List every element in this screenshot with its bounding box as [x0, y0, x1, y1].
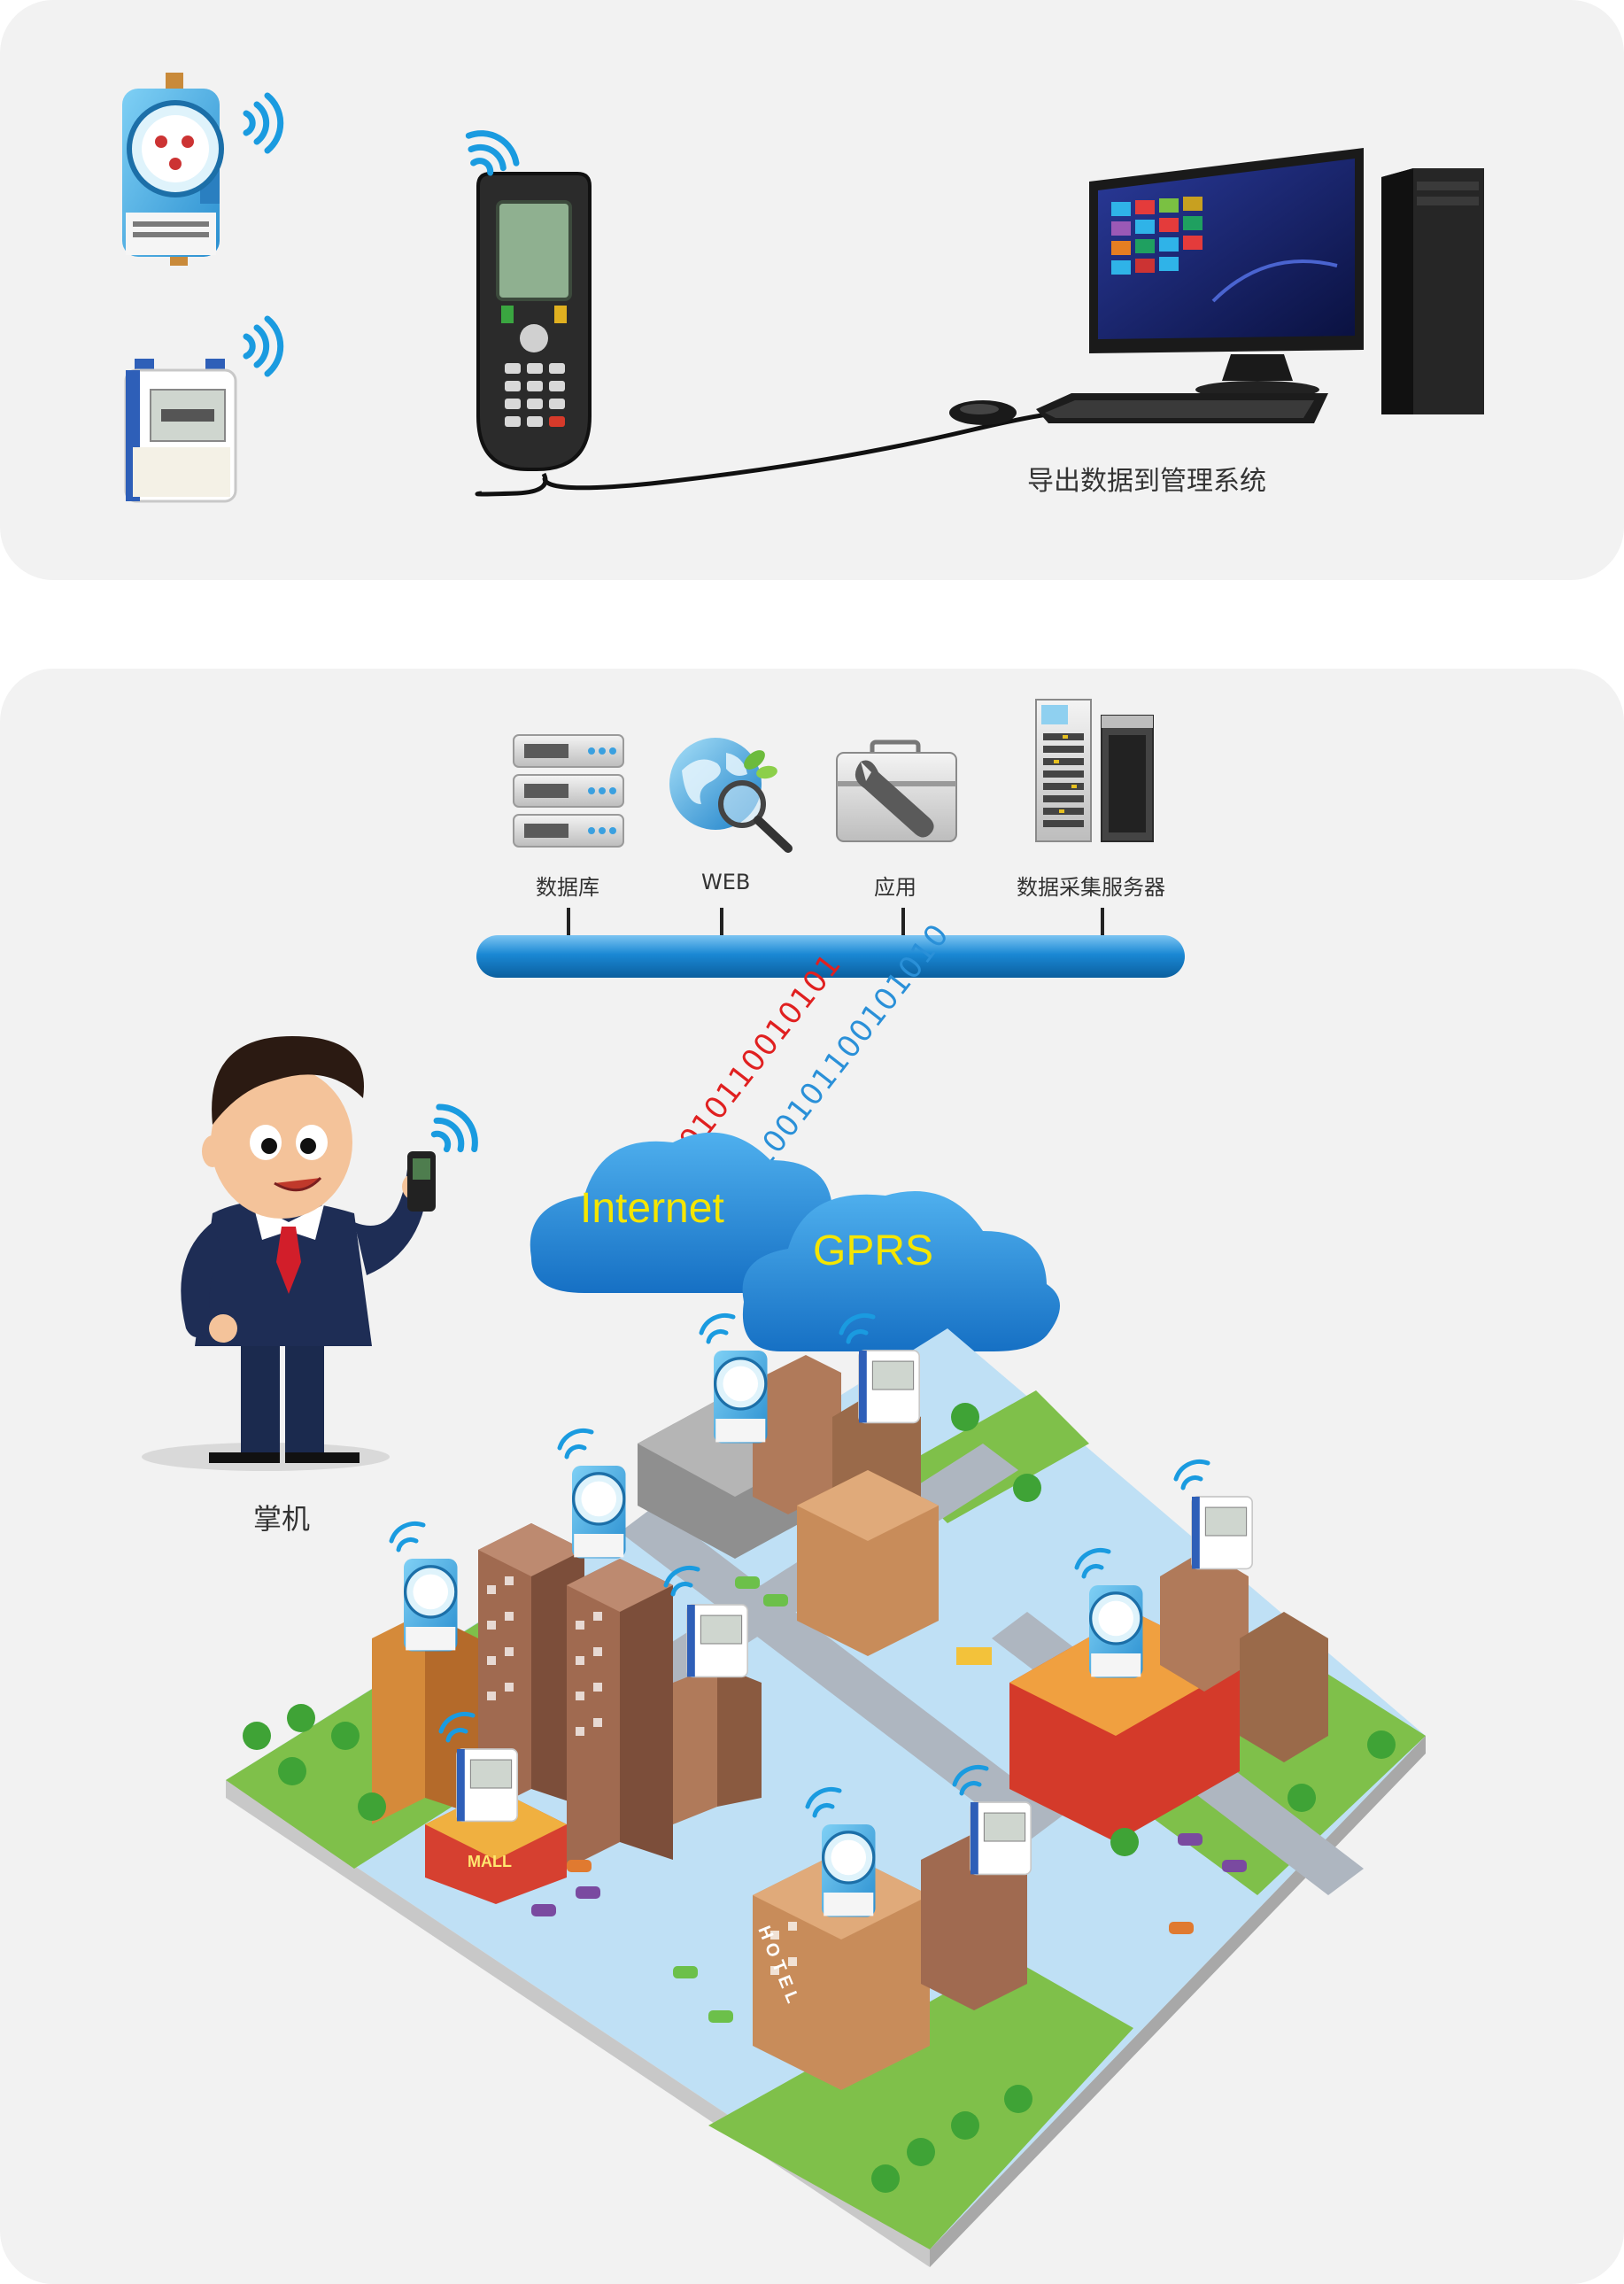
gprs-cloud — [742, 1191, 1060, 1351]
internet-cloud — [530, 1132, 848, 1293]
gas-meter-icon — [124, 359, 237, 503]
usb-cable — [542, 409, 1086, 491]
network-item-label-database: 数据库 — [536, 875, 599, 900]
keyboard-icon — [1036, 393, 1328, 423]
globe-search-icon — [669, 738, 793, 853]
city-water-meter-icon — [404, 1351, 1143, 1917]
person-with-handheld-icon — [142, 1036, 436, 1471]
internet-cloud-label: Internet — [580, 1185, 724, 1232]
wifi-icon — [389, 1312, 1210, 1818]
mall-sign: MALL — [468, 1853, 512, 1870]
export-data-label: 导出数据到管理系统 — [1027, 466, 1266, 497]
handheld-terminal-icon — [475, 172, 592, 497]
data-server-icon — [1035, 699, 1154, 842]
gprs-cloud-label: GPRS — [813, 1227, 933, 1274]
network-item-label-app: 应用 — [874, 875, 916, 900]
mouse-icon — [949, 400, 1017, 425]
wifi-icon — [243, 315, 284, 377]
network-bus-pipe — [476, 908, 1185, 978]
toolbox-wrench-icon — [836, 739, 957, 842]
network-item-label-data-server: 数据采集服务器 — [1017, 875, 1165, 900]
city-gas-meter-icon — [456, 1350, 1254, 1876]
smart-city-illustration — [226, 1328, 1426, 2267]
water-meter-icon — [122, 73, 224, 266]
wifi-icon — [430, 1103, 478, 1153]
network-item-label-web: WEB — [701, 870, 751, 894]
monitor-icon — [1089, 148, 1364, 399]
handheld-person-label: 掌机 — [253, 1502, 311, 1536]
wifi-icon — [465, 130, 520, 176]
pc-tower-icon — [1381, 168, 1484, 414]
database-server-icon — [513, 734, 624, 848]
wifi-icon — [243, 92, 284, 154]
